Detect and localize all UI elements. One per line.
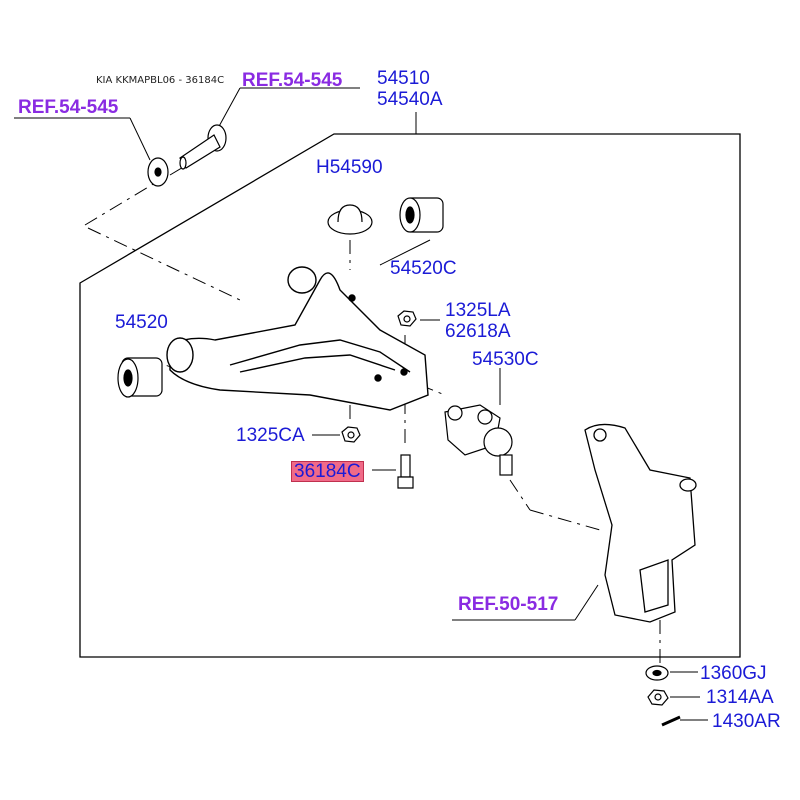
nut-1325la-drawing bbox=[397, 310, 417, 327]
ref-bolt-drawing bbox=[147, 124, 227, 187]
control-arm-drawing bbox=[166, 266, 429, 411]
part-36184c-label-highlighted[interactable]: 36184C bbox=[291, 461, 364, 482]
part-54520c-label[interactable]: 54520C bbox=[390, 258, 457, 279]
part-1325la-label[interactable]: 1325LA bbox=[445, 300, 511, 321]
bushing-top-drawing bbox=[399, 197, 444, 233]
leader-lines bbox=[14, 87, 708, 721]
part-1430ar-label[interactable]: 1430AR bbox=[712, 711, 781, 732]
assembly-frame bbox=[79, 133, 741, 658]
dust-cap-drawing bbox=[327, 204, 373, 235]
ref-50-517-link[interactable]: REF.50-517 bbox=[458, 594, 559, 615]
diagram-header: KIA KKMAPBL06 - 36184C bbox=[96, 75, 225, 86]
part-54530c-label[interactable]: 54530C bbox=[472, 349, 539, 370]
small-hardware-drawing bbox=[645, 665, 681, 727]
nut-1325ca-drawing bbox=[341, 426, 361, 443]
part-1314aa-label[interactable]: 1314AA bbox=[706, 687, 774, 708]
ref-54-545-top-link[interactable]: REF.54-545 bbox=[242, 70, 343, 91]
part-54540a-label[interactable]: 54540A bbox=[377, 89, 443, 110]
part-h54590-label[interactable]: H54590 bbox=[316, 157, 383, 178]
bolt-36184c-drawing bbox=[397, 454, 414, 489]
part-62618a-label[interactable]: 62618A bbox=[445, 321, 511, 342]
part-54520-label[interactable]: 54520 bbox=[115, 312, 168, 333]
part-54510-label[interactable]: 54510 bbox=[377, 68, 430, 89]
part-1325ca-label[interactable]: 1325CA bbox=[236, 425, 305, 446]
part-1360gj-label[interactable]: 1360GJ bbox=[700, 663, 767, 684]
ref-54-545-left-link[interactable]: REF.54-545 bbox=[18, 97, 119, 118]
ball-joint-drawing bbox=[444, 404, 513, 476]
bushing-left-drawing bbox=[117, 357, 163, 398]
knuckle-drawing bbox=[584, 423, 697, 623]
